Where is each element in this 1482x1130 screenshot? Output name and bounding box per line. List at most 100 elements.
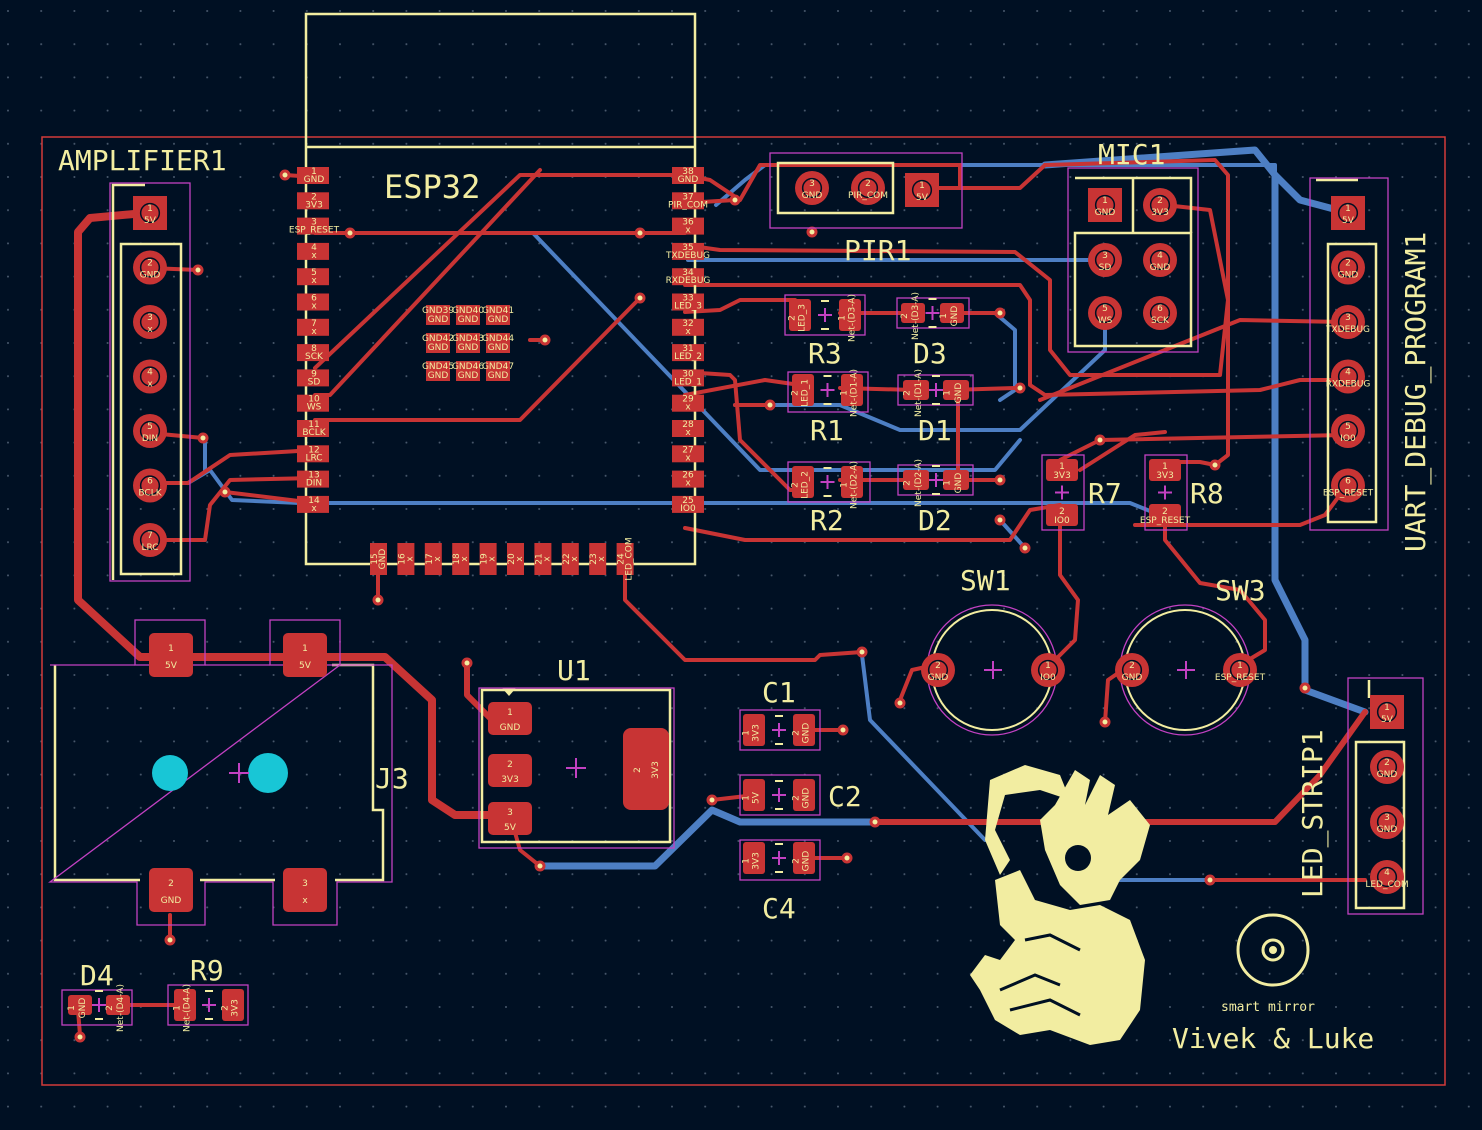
u1-pad-net: 5V (504, 823, 517, 833)
esp-pad-num: 25 (682, 496, 693, 506)
d3-pad-1 (940, 303, 964, 323)
esp-pad-9 (297, 369, 329, 387)
j3-pad-net: 5V (165, 661, 178, 671)
amplifier-pad-net: GND (140, 271, 161, 281)
r2-pad-1 (841, 466, 863, 498)
r9-pad-num: 2 (221, 1005, 231, 1011)
courtyards (48, 152, 1424, 1026)
esp-pad-net: x (685, 226, 691, 236)
esp-pad-net: x (311, 327, 317, 337)
uart-pad-num: 2 (1345, 259, 1351, 269)
sw3-pad-num: 2 (1129, 661, 1135, 671)
sw3-pad-2 (1115, 653, 1149, 687)
mic-pad-3 (1088, 243, 1122, 277)
r2-pad-net: LED_2 (800, 471, 810, 499)
r7-pad-net: IO0 (1054, 516, 1070, 526)
esp-pad-net: x (597, 556, 607, 562)
mic-pad-num: 1 (1102, 196, 1108, 206)
c2-pad-net: 5V (751, 791, 761, 804)
esp-pad-num: GND41 (482, 306, 514, 316)
esp-pad-1 (297, 167, 329, 184)
sw1-pad-1 (1031, 653, 1065, 687)
front-copper-layer (74, 158, 1368, 1037)
r3-pad-net: Net-(D3-A) (847, 294, 857, 342)
esp-pad-15 (370, 543, 387, 575)
c1-pad-1 (743, 714, 765, 746)
esp-pad-net: SD (308, 377, 321, 387)
esp-pad-36 (672, 217, 704, 235)
esp-pad-12 (297, 445, 329, 463)
sw3-pad-net: ESP_RESET (1215, 673, 1266, 683)
j3-holes (152, 753, 288, 793)
esp-pad-net: LED_3 (674, 302, 702, 312)
amplifier-pad-net: x (147, 325, 153, 335)
amplifier-pad-net: 5V (144, 216, 157, 226)
j3-ref: J3 (375, 762, 409, 795)
r7-pad-num: 2 (1059, 507, 1065, 517)
esp-pad-net: LED_1 (674, 377, 702, 387)
esp-pad-8 (297, 344, 329, 362)
esp-pad-net: x (311, 276, 317, 286)
u1-ref: U1 (557, 654, 591, 687)
esp-pad-num: GND43 (452, 334, 484, 344)
u1-pad-num: 2 (633, 767, 643, 773)
esp-pad-net: ESP_RESET (289, 226, 340, 236)
esp-pad-GND45 (426, 361, 450, 381)
pir-pad-1 (905, 173, 939, 207)
esp-pad-net: GND (428, 371, 449, 381)
sw1-pad-net: GND (928, 673, 949, 683)
c4-pad-net: GND (801, 851, 811, 872)
esp-pad-net: x (311, 504, 317, 514)
sw1-pad-2 (921, 653, 955, 687)
esp-pad-31 (672, 344, 704, 362)
esp-pad-4 (297, 242, 329, 260)
mic-pad-net: SCK (1151, 316, 1170, 326)
esp-pad-num: 28 (682, 420, 694, 430)
esp-pad-net: GND (488, 315, 509, 325)
amplifier-pad-net: LRC (141, 543, 158, 553)
esp-pad-num: 20 (507, 553, 517, 565)
j3-pad-2 (149, 868, 193, 912)
uart-pad-4 (1331, 359, 1365, 394)
led-strip-pad-num: 1 (1384, 703, 1390, 713)
esp-pad-16 (397, 543, 415, 575)
u1-pad-net: 3V3 (501, 775, 519, 785)
amplifier-pad-3 (133, 305, 167, 339)
uart-pad-net: RXDEBUG (1326, 380, 1371, 390)
authors-label: Vivek & Luke (1172, 1022, 1374, 1055)
mic-pad-num: 2 (1157, 196, 1163, 206)
esp-pad-24 (616, 543, 634, 575)
esp-pad-net: GND (458, 371, 479, 381)
led-strip-pad-net: GND (1377, 770, 1398, 780)
sw1-pad-num: 2 (935, 661, 941, 671)
r1-ref: R1 (810, 414, 844, 447)
esp-pad-26 (672, 470, 704, 488)
esp-pad-num: GND39 (422, 306, 454, 316)
esp-ref: ESP32 (384, 168, 480, 206)
r7-pad-num: 1 (1059, 462, 1065, 472)
d1-pad-num: 2 (903, 390, 913, 396)
esp-pad-net: TXDEBUG (665, 251, 710, 261)
mic-pad-num: 5 (1102, 304, 1108, 314)
led-strip-pad-num: 4 (1384, 868, 1390, 878)
esp-pad-net: x (542, 556, 552, 562)
esp-pad-11 (297, 420, 329, 437)
d3-pad-2 (901, 303, 925, 323)
esp-pad-5 (297, 268, 329, 286)
c2-pad-2 (793, 779, 815, 811)
esp-pad-num: 31 (682, 344, 693, 354)
esp-pad-GND39 (426, 305, 450, 325)
pir-pad-num: 2 (865, 179, 871, 189)
esp-pad-net: GND (428, 343, 449, 353)
d1-pad-net: GND (954, 383, 964, 404)
esp-pad-33 (672, 293, 704, 311)
esp-pad-GND41 (486, 305, 510, 325)
esp-pad-2 (297, 192, 329, 210)
esp-pad-num: GND45 (422, 362, 454, 372)
